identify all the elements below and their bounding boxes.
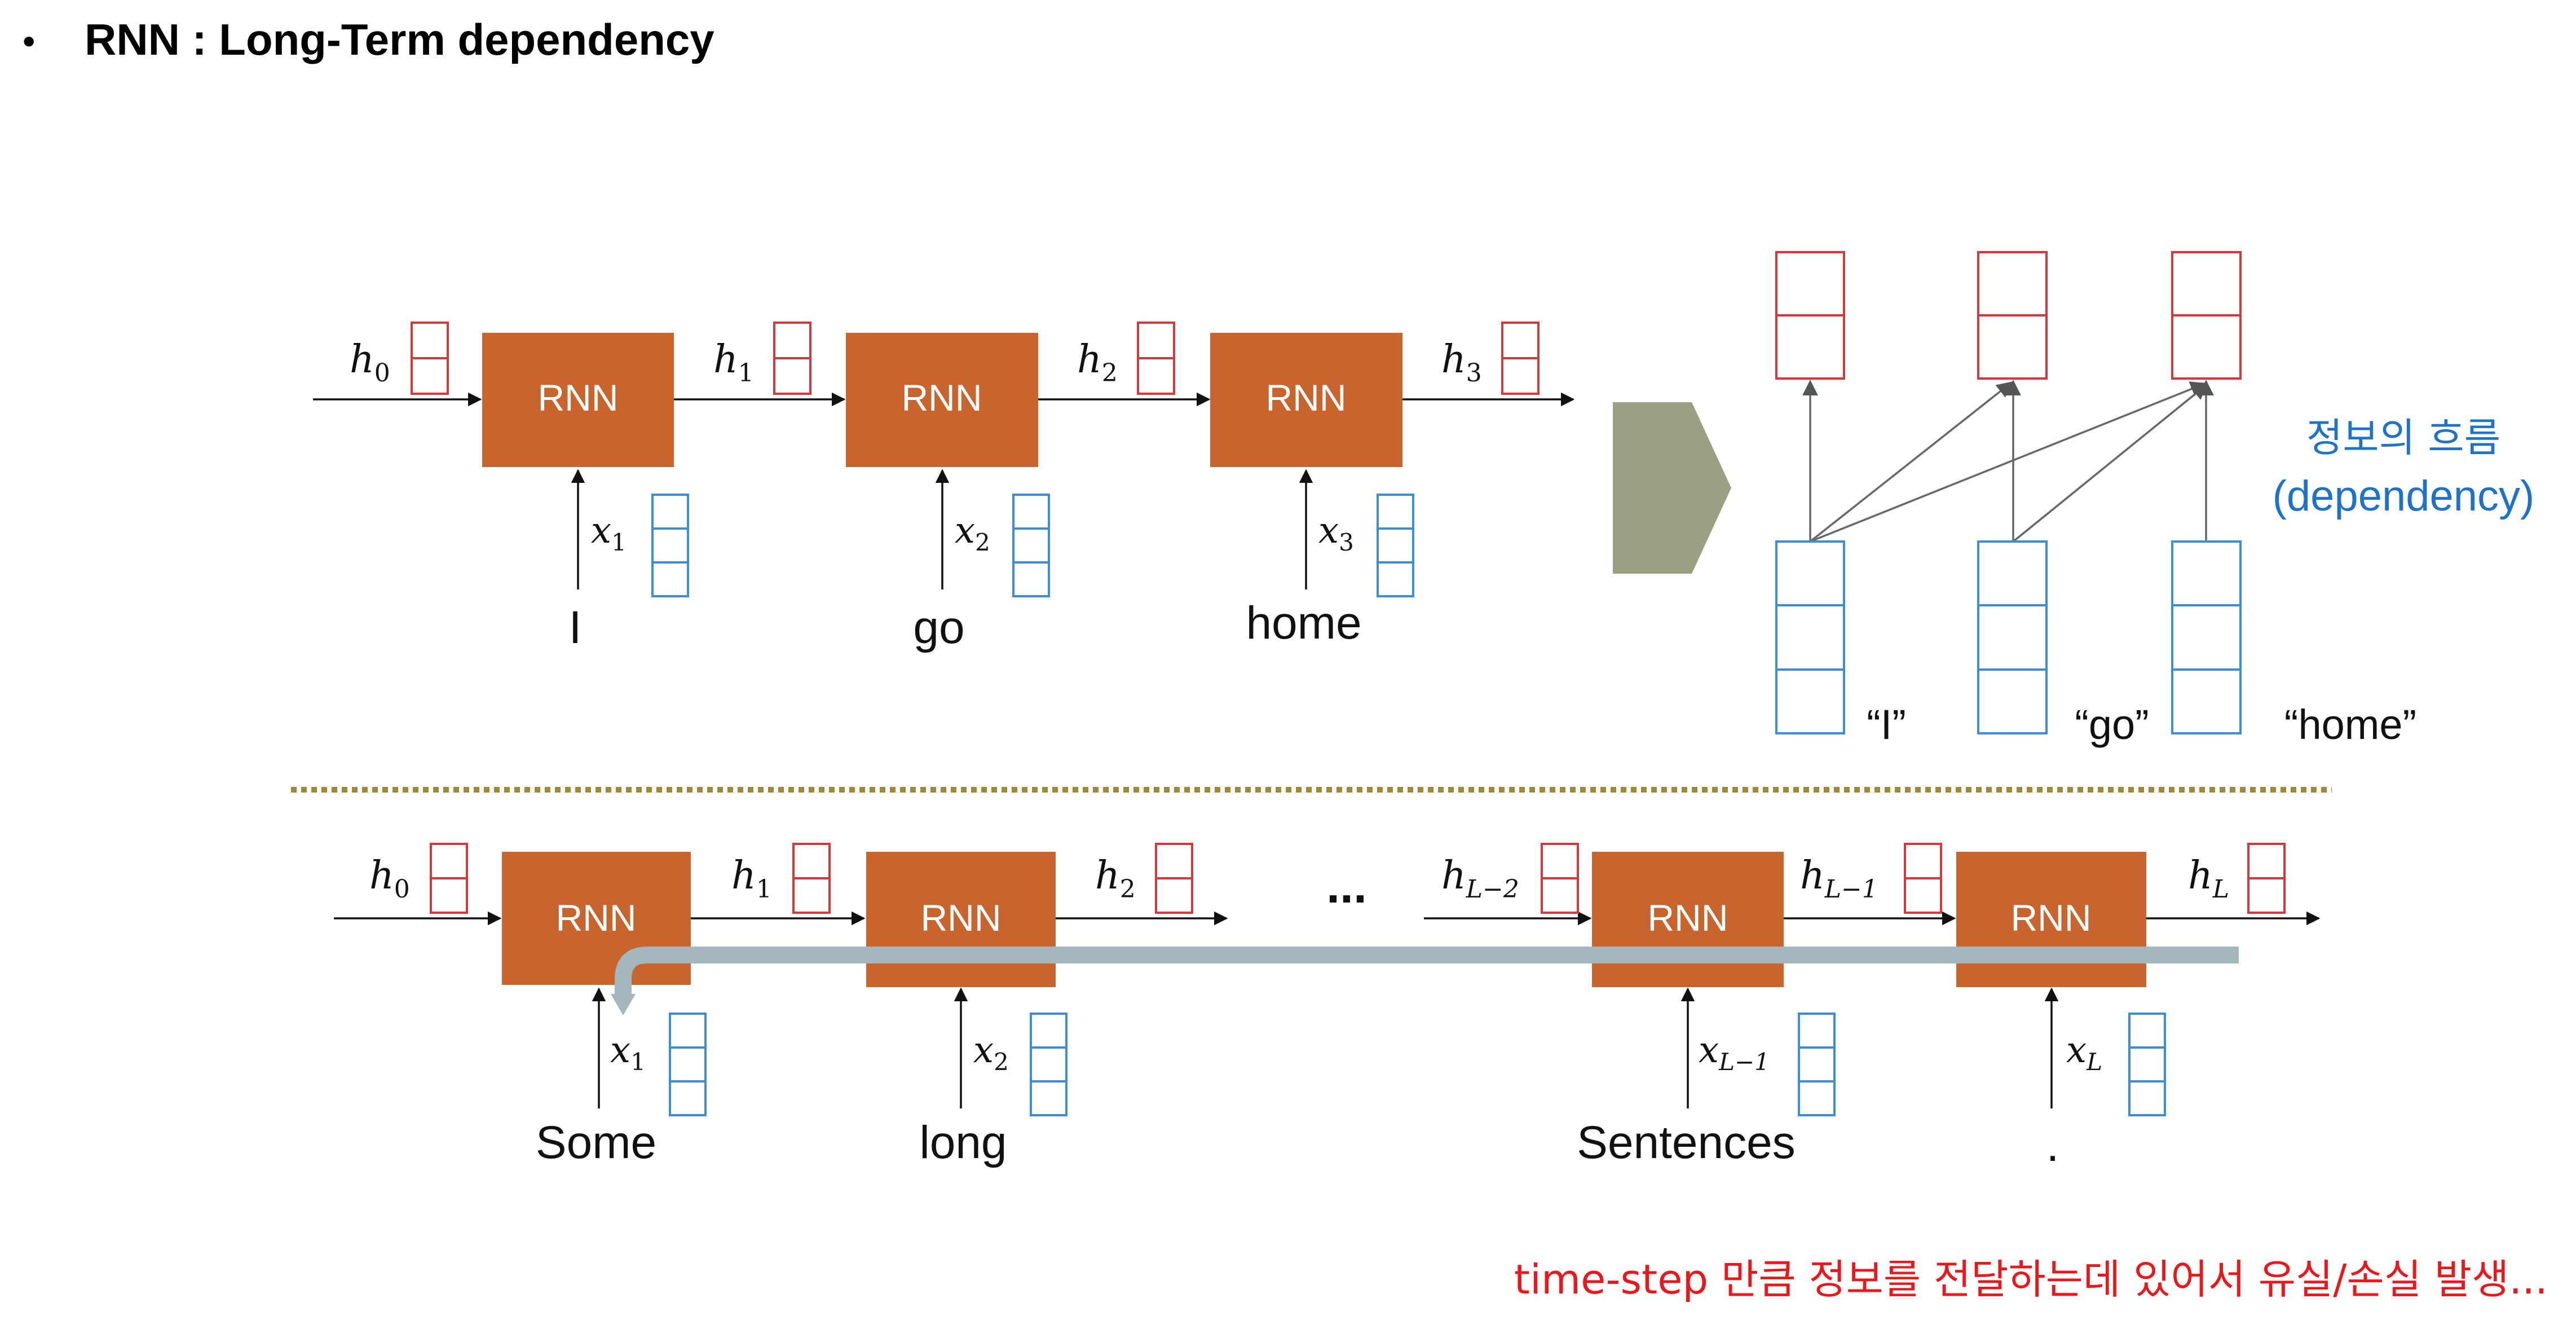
input-word: I	[569, 602, 582, 653]
hidden-label: h2	[1077, 337, 1118, 388]
input-word: long	[919, 1117, 1007, 1168]
input-label: xL	[2066, 1029, 2102, 1076]
bottom-rnn-cell-2: RNN	[866, 852, 1056, 987]
dep-input-vector	[1977, 540, 2048, 734]
top-input-2: x2 go	[913, 469, 1050, 653]
input-word: .	[2046, 1120, 2059, 1171]
footer-note: time-step 만큼 정보를 전달하는데 있어서 유실/손실 발생...	[1514, 1256, 2548, 1303]
bottom-input-2: x2 long	[919, 987, 1068, 1168]
hidden-label: h0	[369, 853, 410, 904]
dep-output-vector	[2171, 251, 2242, 380]
input-label: x2	[955, 510, 990, 556]
input-label: x1	[610, 1029, 646, 1076]
dep-input-vector	[2171, 540, 2242, 734]
bottom-hidden-hL1: hL−1	[1800, 843, 1942, 914]
top-input-1: x1 I	[569, 469, 689, 653]
dependency-label-line1: 정보의 흐름	[2306, 415, 2500, 461]
rnn-label: RNN	[1266, 377, 1347, 419]
dep-line	[1809, 381, 2013, 543]
bottom-hidden-hL: hL	[2188, 843, 2286, 914]
input-label: x2	[973, 1029, 1009, 1076]
rnn-label: RNN	[2011, 897, 2092, 939]
bottom-input-L: xL .	[2044, 987, 2166, 1171]
input-word: home	[1246, 597, 1361, 649]
dep-word: “I”	[1867, 701, 1906, 748]
bottom-rnn-cell-L: RNN	[1956, 852, 2146, 987]
input-label: xL−1	[1699, 1029, 1770, 1076]
top-input-3: x3 home	[1246, 469, 1414, 649]
bottom-input-1: x1 Some	[536, 987, 707, 1168]
top-rnn-chain: RNN RNN RNN h0 h1 h2 h3	[313, 322, 1575, 653]
bottom-hidden-hL2: hL−2	[1441, 843, 1579, 914]
transform-arrow-shape	[1613, 402, 1731, 574]
dep-output-vector	[1775, 251, 1845, 380]
long-term-flow-arrow	[611, 947, 2239, 1015]
top-rnn-cell-1: RNN	[482, 333, 674, 467]
input-word: Sentences	[1577, 1117, 1796, 1168]
dep-word: “home”	[2284, 701, 2416, 748]
dep-line	[1810, 381, 2207, 543]
input-word: Some	[536, 1117, 656, 1168]
rnn-label: RNN	[556, 897, 637, 939]
bottom-rnn-cell-L1: RNN	[1592, 852, 1784, 987]
bottom-hidden-h0: h0	[369, 843, 468, 914]
hidden-label: h1	[731, 853, 772, 904]
hidden-label: h1	[713, 337, 754, 388]
rnn-label: RNN	[921, 897, 1002, 939]
bottom-input-L1: xL−1 Sentences	[1577, 987, 1836, 1168]
top-rnn-cell-2: RNN	[846, 333, 1038, 467]
title-bullet: •	[23, 21, 35, 61]
ellipsis: ...	[1326, 859, 1367, 913]
bottom-hidden-h1: h1	[731, 843, 831, 914]
slide-title: • RNN : Long-Term dependency	[23, 15, 714, 64]
hidden-label: hL	[2188, 853, 2229, 904]
bottom-rnn-chain: ... RNN RNN RNN RNN h0 h1	[334, 843, 2321, 1171]
dependency-label-line2: (dependency)	[2273, 472, 2535, 520]
top-hidden-h0: h0	[350, 322, 449, 395]
dep-line	[2012, 384, 2208, 543]
top-hidden-h2: h2	[1077, 322, 1175, 395]
hidden-label: hL−1	[1800, 853, 1878, 904]
dependency-graph: “I” “go” “home” 정보의 흐름 (dependency)	[1775, 251, 2535, 748]
rnn-label: RNN	[902, 377, 982, 419]
input-label: x1	[591, 510, 627, 556]
dep-input-vector	[1775, 540, 1845, 734]
bottom-hidden-h2: h2	[1095, 843, 1193, 914]
top-rnn-cell-3: RNN	[1210, 333, 1402, 467]
input-label: x3	[1318, 510, 1354, 556]
title-text: RNN : Long-Term dependency	[85, 15, 714, 64]
top-hidden-h1: h1	[713, 322, 811, 395]
bottom-rnn-cell-1: RNN	[502, 852, 691, 985]
dep-word: “go”	[2075, 701, 2149, 748]
hidden-label: h2	[1095, 853, 1136, 904]
hidden-label: h0	[350, 337, 390, 388]
dep-output-vector	[1977, 251, 2048, 380]
top-hidden-h3: h3	[1441, 322, 1540, 395]
input-word: go	[913, 602, 964, 653]
rnn-label: RNN	[538, 377, 619, 419]
hidden-label: h3	[1441, 337, 1482, 388]
hidden-label: hL−2	[1441, 853, 1519, 904]
rnn-label: RNN	[1648, 897, 1728, 939]
